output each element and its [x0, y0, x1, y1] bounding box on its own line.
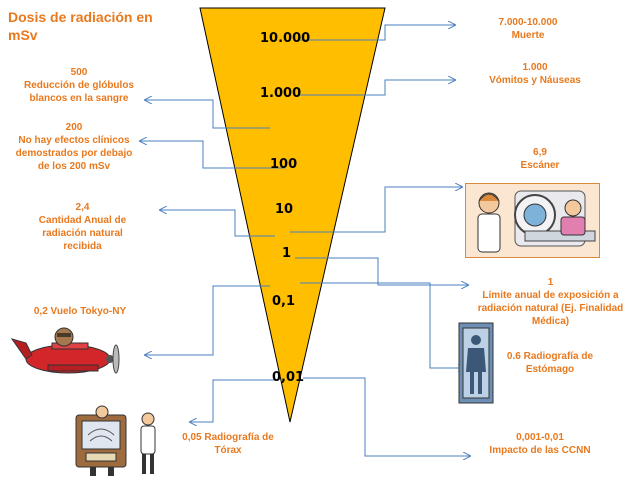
label-globulos-blancos: 500 Reducción de glóbulos blancos en la …	[23, 67, 134, 104]
scale-label-1: 1	[282, 246, 292, 261]
line-vuelo	[145, 285, 270, 355]
line-limite-anual	[295, 257, 468, 285]
line-torax	[190, 379, 275, 422]
line-vomitos	[300, 80, 455, 96]
scale-label-10: 10	[275, 202, 294, 217]
label-vuelo: 0,2 Vuelo Tokyo-NY	[33, 306, 127, 317]
ct-scanner-illustration	[465, 183, 600, 258]
label-ccnn: 0,001-0,01 Impacto de las CCNN	[489, 432, 591, 456]
scale-label-100: 100	[270, 157, 298, 172]
line-muerte	[300, 25, 455, 41]
label-radiografia-estomago: 0.6 Radiografía de Estómago	[506, 351, 594, 375]
airplane-pilot-illustration	[10, 327, 120, 374]
scale-label-001: 0,01	[272, 370, 305, 385]
line-ccnn	[303, 377, 470, 456]
line-efectos	[140, 141, 285, 169]
line-escaner	[290, 187, 462, 233]
line-natural	[160, 210, 275, 237]
chest-xray-machine-illustration	[75, 405, 156, 476]
label-radiografia-torax: 0,05 Radiografía de Tórax	[182, 432, 274, 456]
label-escaner: 6,9 Escáner	[520, 147, 560, 171]
label-vomitos: 1.000 Vómitos y Náuseas	[489, 62, 581, 86]
label-radiacion-natural: 2,4 Cantidad Anual de radiación natural …	[38, 202, 127, 252]
scale-label-10000: 10.000	[260, 31, 311, 46]
diagram-title: Dosis de radiación en mSv	[8, 9, 153, 43]
stomach-xray-illustration	[458, 322, 494, 404]
line-globulos	[145, 100, 270, 129]
connector-lines	[140, 25, 470, 456]
label-limite-anual: 1 Límite anual de exposición a radiación…	[477, 277, 624, 327]
dose-cone	[199, 7, 386, 423]
scale-label-1000: 1.000	[260, 86, 302, 101]
label-efectos-clinicos: 200 No hay efectos clínicos demostrados …	[15, 122, 133, 172]
line-estomago	[300, 282, 465, 368]
scale-label-01: 0,1	[272, 294, 296, 309]
label-muerte: 7.000-10.000 Muerte	[498, 17, 558, 41]
